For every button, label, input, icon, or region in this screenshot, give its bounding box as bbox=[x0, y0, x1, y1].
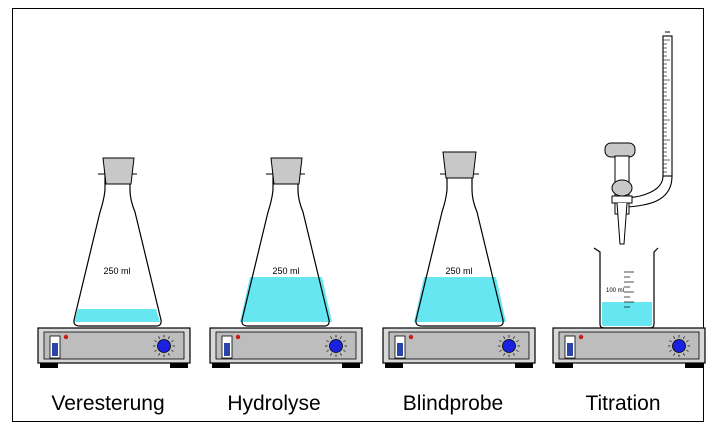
erlenmeyer-flask bbox=[240, 157, 332, 327]
indicator-light bbox=[63, 334, 69, 340]
magnetic-stirrer[interactable] bbox=[382, 327, 536, 368]
volume-label: 250 ml bbox=[103, 266, 130, 276]
indicator-light bbox=[408, 334, 414, 340]
station-label-blindprobe: Blindprobe bbox=[402, 392, 504, 415]
station-label-titration: Titration bbox=[585, 392, 661, 415]
station-hydrolyse: 250 ml bbox=[209, 157, 363, 368]
beaker-liquid bbox=[602, 302, 652, 326]
flask-liquid bbox=[240, 277, 332, 322]
burette bbox=[604, 31, 673, 245]
beaker bbox=[593, 247, 659, 329]
station-titration: 100 ml bbox=[552, 31, 706, 368]
indicator-light bbox=[578, 334, 584, 340]
speed-knob[interactable] bbox=[157, 339, 171, 353]
station-label-veresterung: Veresterung bbox=[51, 392, 165, 415]
erlenmeyer-flask bbox=[73, 157, 162, 327]
speed-knob[interactable] bbox=[502, 339, 516, 353]
flask-liquid bbox=[414, 277, 506, 322]
flask-liquid bbox=[74, 309, 160, 322]
magnetic-stirrer[interactable] bbox=[552, 327, 706, 368]
speed-knob[interactable] bbox=[672, 339, 686, 353]
magnetic-stirrer[interactable] bbox=[209, 327, 363, 368]
station-label-hydrolyse: Hydrolyse bbox=[227, 392, 321, 415]
station-veresterung: 250 ml bbox=[37, 157, 191, 368]
stopper bbox=[442, 151, 477, 179]
station-blindprobe: 250 ml bbox=[382, 151, 536, 368]
volume-label: 250 ml bbox=[272, 266, 299, 276]
indicator-light bbox=[235, 334, 241, 340]
speed-knob[interactable] bbox=[329, 339, 343, 353]
stopper bbox=[102, 157, 135, 185]
stopcock-handle[interactable] bbox=[604, 142, 636, 158]
magnetic-stirrer[interactable] bbox=[37, 327, 191, 368]
erlenmeyer-flask bbox=[414, 151, 506, 327]
volume-label: 100 ml bbox=[606, 288, 624, 294]
stopcock[interactable] bbox=[611, 179, 633, 197]
stopper bbox=[270, 157, 303, 185]
volume-label: 250 ml bbox=[445, 266, 472, 276]
